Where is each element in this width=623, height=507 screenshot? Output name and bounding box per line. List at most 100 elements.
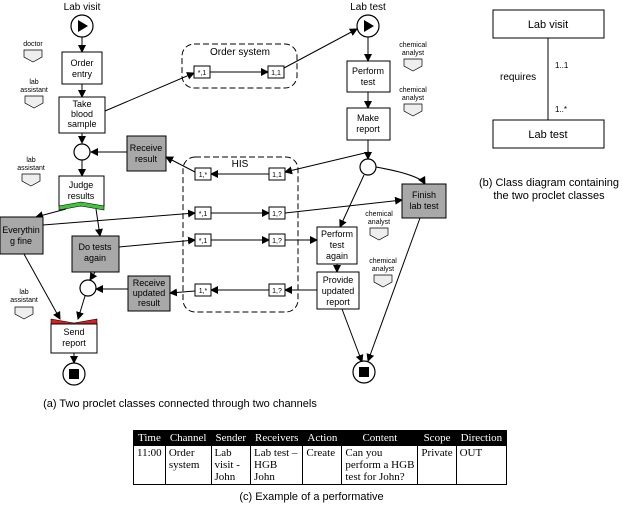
svg-text:assistant: assistant xyxy=(17,165,45,172)
svg-text:1,*: 1,* xyxy=(199,172,208,179)
mult-top: 1..1 xyxy=(555,61,569,70)
lab-visit-title: Lab visit xyxy=(64,2,101,13)
svg-text:lab: lab xyxy=(19,289,28,296)
performative-header-row: Time Channel Sender Receivers Action Con… xyxy=(133,430,508,446)
his-channel xyxy=(182,156,299,313)
role-doctor: doctor xyxy=(23,41,43,63)
role-lab-assistant-3: lab assistant xyxy=(10,289,38,320)
caption-c: (c) Example of a performative xyxy=(239,491,384,503)
svg-text:1,?: 1,? xyxy=(272,238,282,245)
header-channel: Channel xyxy=(164,430,212,446)
perform-again-label-1: Perform xyxy=(321,229,353,239)
caption-b-line-1: (b) Class diagram containing xyxy=(479,177,619,189)
svg-text:doctor: doctor xyxy=(23,41,43,48)
receive-updated-label-1: Receive xyxy=(133,278,166,288)
lab-test-start-node xyxy=(356,14,380,38)
cell-scope: Private xyxy=(417,445,457,485)
port-result-in xyxy=(194,167,212,181)
send-report-label-2: report xyxy=(62,338,86,348)
his-label: HIS xyxy=(232,159,249,170)
receive-result-label-1: Receive xyxy=(130,143,163,153)
svg-text:*,1: *,1 xyxy=(199,238,208,245)
header-time: Time xyxy=(133,430,166,446)
receive-updated-result-task xyxy=(127,275,171,312)
role-chemical-analyst-3: chemical analyst xyxy=(365,211,393,241)
xor-split-marker xyxy=(58,201,105,211)
class-lab-visit-label: Lab visit xyxy=(528,19,568,31)
svg-text:chemical: chemical xyxy=(365,211,393,218)
make-report-label-1: Make xyxy=(357,113,379,123)
order-system-label: Order system xyxy=(210,47,270,58)
judge-results-task xyxy=(58,175,105,207)
svg-text:analyst: analyst xyxy=(368,219,390,226)
receive-updated-label-3: result xyxy=(138,298,161,308)
svg-text:chemical: chemical xyxy=(399,42,427,49)
send-report-label-1: Send xyxy=(63,327,84,337)
role-chemical-analyst-1: chemical analyst xyxy=(399,42,427,72)
role-lab-assistant-1: lab assistant xyxy=(20,79,48,109)
do-tests-again-label-2: again xyxy=(84,253,106,263)
role-chemical-analyst-4: chemical analyst xyxy=(369,258,397,288)
svg-text:chemical: chemical xyxy=(369,258,397,265)
judge-results-label-1: Judge xyxy=(69,180,94,190)
judge-results-label-2: results xyxy=(68,191,95,201)
role-chemical-analyst-2: chemical analyst xyxy=(399,87,427,117)
join-node-2 xyxy=(79,279,97,297)
performative-table: Time Channel Sender Receivers Action Con… xyxy=(133,430,508,485)
association-label: requires xyxy=(500,72,536,83)
header-direction: Direction xyxy=(455,430,508,446)
do-tests-again-task xyxy=(71,235,120,273)
provide-updated-label-2: updated xyxy=(322,286,355,296)
order-entry-label-1: Order xyxy=(70,58,93,68)
port-updated-in xyxy=(194,283,212,297)
order-entry-task xyxy=(61,51,103,85)
order-system-channel xyxy=(181,43,298,89)
header-scope: Scope xyxy=(417,430,457,446)
svg-text:chemical: chemical xyxy=(399,87,427,94)
receive-result-label-2: result xyxy=(135,154,158,164)
receive-updated-label-2: updated xyxy=(133,288,166,298)
finish-lab-test-task xyxy=(401,183,447,219)
port-order-in xyxy=(267,65,285,79)
lab-test-end-node xyxy=(352,360,376,384)
svg-text:1,?: 1,? xyxy=(272,211,282,218)
lab-test-title: Lab test xyxy=(350,2,386,13)
provide-updated-label-1: Provide xyxy=(323,275,354,285)
everything-fine-task xyxy=(0,216,44,255)
provide-updated-label-3: report xyxy=(326,297,350,307)
header-content: Content xyxy=(341,430,419,446)
svg-text:analyst: analyst xyxy=(402,50,424,57)
cell-action: Create xyxy=(302,445,343,485)
perform-again-label-2: test xyxy=(330,240,345,250)
perform-test-label-2: test xyxy=(361,77,376,87)
send-report-task xyxy=(50,323,98,354)
svg-text:assistant: assistant xyxy=(10,297,38,304)
provide-updated-report-task xyxy=(316,271,360,310)
header-sender: Sender xyxy=(210,430,252,446)
perform-test-task xyxy=(346,60,391,93)
svg-text:*,1: *,1 xyxy=(199,211,208,218)
caption-b-line-2: the two proclet classes xyxy=(493,190,605,202)
receive-result-task xyxy=(126,135,167,172)
role-lab-assistant-2: lab assistant xyxy=(17,157,45,187)
svg-text:1,1: 1,1 xyxy=(271,70,281,77)
do-tests-again-label-1: Do tests xyxy=(78,242,112,252)
svg-text:assistant: assistant xyxy=(20,87,48,94)
take-blood-label-1: Take xyxy=(72,99,91,109)
take-blood-label-2: blood xyxy=(71,109,93,119)
svg-text:lab: lab xyxy=(26,157,35,164)
svg-text:lab: lab xyxy=(29,79,38,86)
everything-fine-label-2: g fine xyxy=(10,236,32,246)
choice-node xyxy=(359,158,377,176)
class-lab-test xyxy=(492,119,605,149)
caption-a: (a) Two proclet classes connected throug… xyxy=(43,398,317,410)
perform-test-label-1: Perform xyxy=(352,66,384,76)
svg-text:analyst: analyst xyxy=(402,95,424,102)
class-lab-visit xyxy=(492,9,605,39)
